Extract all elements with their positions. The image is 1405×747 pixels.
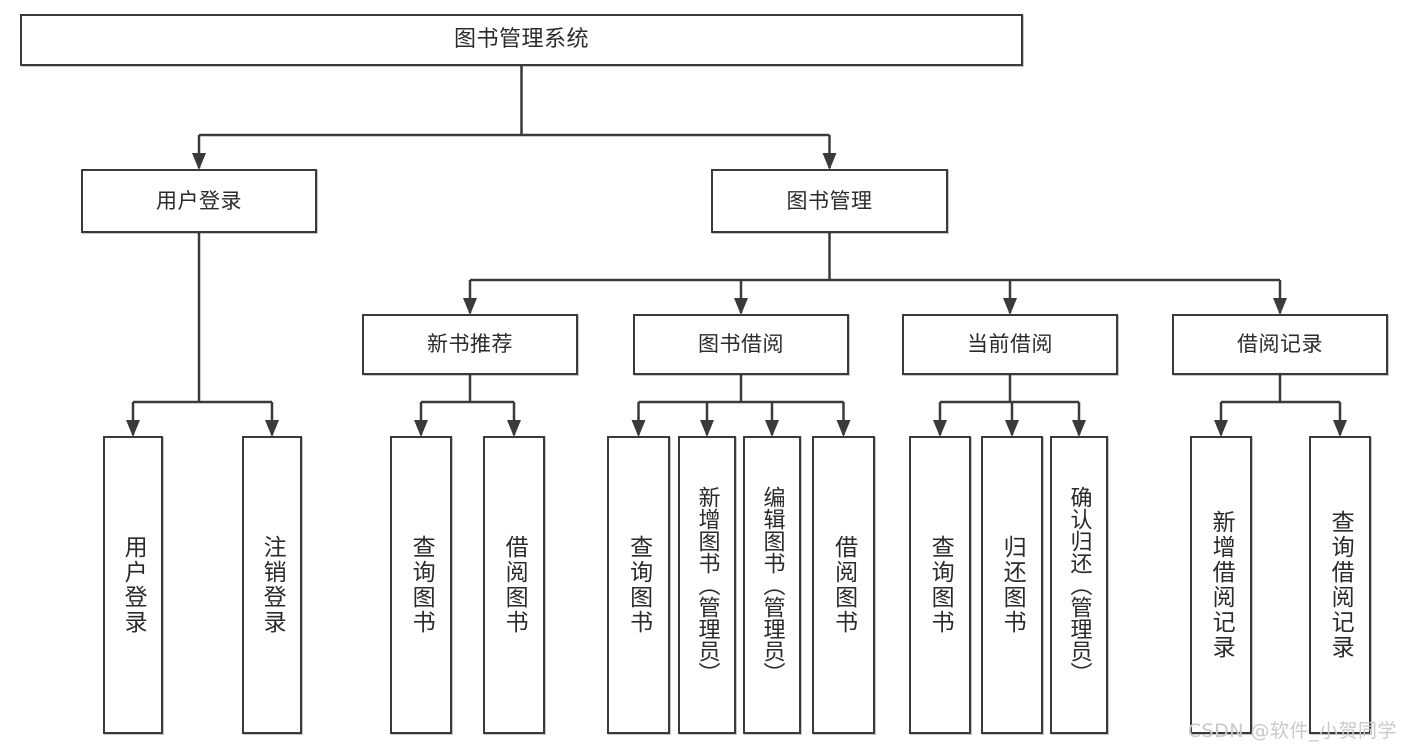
connector-arrowhead [822,153,837,170]
connector-arrowhead [265,420,279,437]
node-label: 用户登录 [120,535,147,635]
node-leaf-query-book-1[interactable]: 查询图书 [390,436,452,734]
connector-arrowhead [507,420,521,437]
connector-arrowhead [1072,420,1086,437]
node-label: 新书推荐 [427,332,513,357]
node-label: 借阅记录 [1237,332,1323,357]
node-label: 编辑图书（管理员） [759,486,785,684]
connector-arrowhead [1273,298,1287,315]
node-label: 当前借阅 [967,332,1053,357]
node-label: 归还图书 [999,535,1026,635]
connector-arrowhead [192,153,206,170]
connector-arrowhead [414,420,428,437]
node-leaf-return-book[interactable]: 归还图书 [981,436,1043,734]
node-label: 借阅图书 [501,535,528,635]
node-leaf-borrow-book-2[interactable]: 借阅图书 [812,436,875,734]
node-root[interactable]: 图书管理系统 [20,14,1023,66]
node-leaf-logout[interactable]: 注销登录 [242,436,302,734]
connector-arrowhead [1333,420,1347,437]
node-borrow-record[interactable]: 借阅记录 [1172,314,1388,375]
node-label: 图书管理 [786,188,873,213]
connector-arrowhead [1005,420,1019,437]
node-label: 用户登录 [156,188,242,213]
node-current-borrow[interactable]: 当前借阅 [902,314,1118,375]
connector-arrowhead [765,420,779,437]
node-label: 借阅图书 [830,535,857,635]
connector-arrowhead [126,420,140,437]
connector-arrowhead [734,298,748,315]
node-label: 确认归还（管理员） [1066,486,1092,684]
node-label: 查询图书 [927,535,954,635]
connector-arrowhead [836,420,851,437]
node-leaf-add-record[interactable]: 新增借阅记录 [1190,436,1252,734]
node-new-book-rec[interactable]: 新书推荐 [362,314,578,375]
node-label: 新增借阅记录 [1208,510,1235,660]
node-leaf-user-login[interactable]: 用户登录 [103,436,163,734]
node-label: 注销登录 [259,535,286,635]
connector-arrowhead [700,420,714,437]
node-leaf-query-record[interactable]: 查询借阅记录 [1309,436,1371,734]
watermark: CSDN @软件_小贺同学 [1187,720,1397,742]
node-leaf-query-book-3[interactable]: 查询图书 [909,436,971,734]
node-label: 图书借阅 [698,332,784,357]
connector-arrowhead [1003,298,1017,315]
connector-arrowhead [933,420,947,437]
node-label: 查询借阅记录 [1327,510,1354,660]
node-book-borrow[interactable]: 图书借阅 [633,314,849,375]
connector-arrowhead [1214,420,1228,437]
node-label: 查询图书 [625,535,652,635]
node-leaf-edit-book[interactable]: 编辑图书（管理员） [743,436,801,734]
node-label: 新增图书（管理员） [694,486,720,684]
node-label: 图书管理系统 [453,27,589,53]
node-user-login[interactable]: 用户登录 [81,169,317,233]
node-label: 查询图书 [408,535,435,635]
node-leaf-borrow-book-1[interactable]: 借阅图书 [483,436,545,734]
connector-arrowhead [463,298,477,315]
node-leaf-confirm-ret[interactable]: 确认归还（管理员） [1050,436,1108,734]
node-book-manage[interactable]: 图书管理 [711,169,948,233]
node-leaf-add-book[interactable]: 新增图书（管理员） [678,436,736,734]
node-leaf-query-book-2[interactable]: 查询图书 [607,436,670,734]
connector-arrowhead [631,420,646,437]
